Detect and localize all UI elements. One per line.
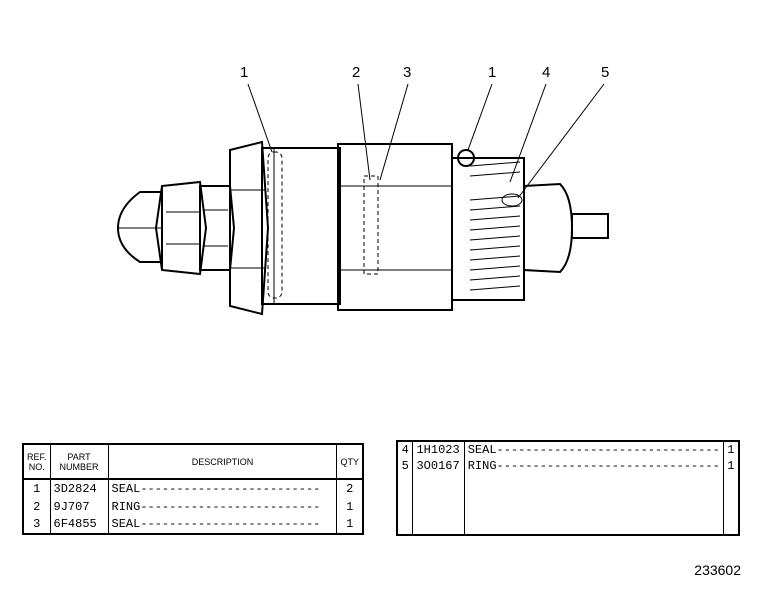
header-description: DESCRIPTION xyxy=(107,444,337,481)
qty: 1 xyxy=(722,458,739,474)
part-number: 6F4855 xyxy=(49,515,109,534)
callout-1-right: 1 xyxy=(488,64,497,81)
part-number: 3O0167 xyxy=(412,458,465,474)
figure-number: 233602 xyxy=(694,562,741,578)
description: SEAL------------------------- xyxy=(107,479,337,498)
description: SEAL------------------------- xyxy=(107,515,337,534)
valve-assembly-illustration xyxy=(116,83,609,316)
header-part-number: PART NUMBER xyxy=(49,444,109,481)
description: RING------------------------- xyxy=(107,497,337,516)
description: SEAL------------------------------- xyxy=(463,441,724,458)
callout-5: 5 xyxy=(601,64,610,81)
ref-no: 5 xyxy=(401,459,409,473)
callout-2: 2 xyxy=(352,64,361,81)
description: RING------------------------------- xyxy=(463,458,724,474)
table-header: REF. NO. PART NUMBER DESCRIPTION QTY xyxy=(23,444,363,481)
qty: 1 xyxy=(722,441,739,458)
qty: 1 xyxy=(336,497,363,516)
qty: 1 xyxy=(336,515,363,534)
hex-nut xyxy=(154,180,208,276)
qty: 2 xyxy=(336,479,363,498)
table-row: 2 9J707 RING------------------------- 1 xyxy=(23,497,363,516)
table-row: 4 1H1023 SEAL---------------------------… xyxy=(397,441,739,458)
header-ref-no: REF. NO. xyxy=(23,444,51,481)
ref-no: 1 xyxy=(33,481,41,496)
ref-no: 2 xyxy=(33,499,41,514)
parts-table-left: REF. NO. PART NUMBER DESCRIPTION QTY 1 3… xyxy=(22,443,364,535)
jam-nut xyxy=(199,185,236,271)
ref-no: 4 xyxy=(401,443,409,457)
table-row: 1 3D2824 SEAL------------------------- 2 xyxy=(23,479,363,498)
table-row: 5 3O0167 RING---------------------------… xyxy=(397,458,739,474)
callout-4: 4 xyxy=(542,64,551,81)
header-qty: QTY xyxy=(336,444,363,481)
stem xyxy=(571,213,609,239)
hex-body xyxy=(229,140,270,316)
table-row-empty xyxy=(397,474,739,535)
part-number: 3D2824 xyxy=(49,479,109,498)
table-row: 3 6F4855 SEAL------------------------- 1 xyxy=(23,515,363,534)
part-number: 1H1023 xyxy=(412,441,465,458)
callout-3: 3 xyxy=(403,64,412,81)
parts-table-right: 4 1H1023 SEAL---------------------------… xyxy=(396,440,740,536)
sleeve xyxy=(337,143,453,311)
callout-1-left: 1 xyxy=(240,64,249,81)
part-number: 9J707 xyxy=(49,497,109,516)
ref-no: 3 xyxy=(33,517,41,532)
nozzle xyxy=(523,182,574,274)
